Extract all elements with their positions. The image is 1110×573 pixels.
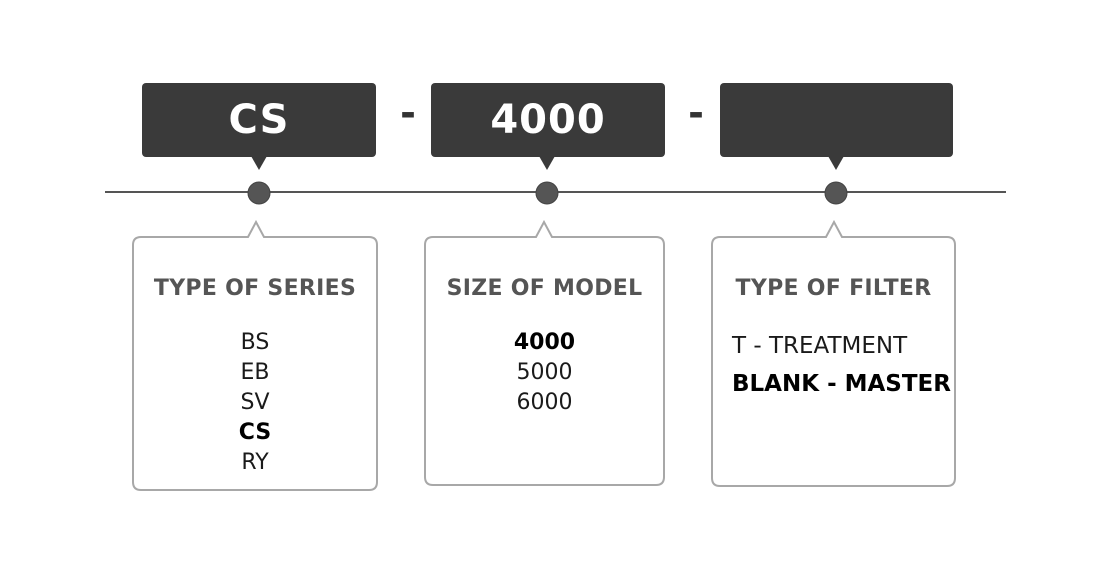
card-size-of-model: SIZE OF MODEL 4000 5000 6000 xyxy=(425,236,664,485)
code-segment-filter xyxy=(720,83,953,157)
code-segment-series-value: CS xyxy=(228,97,290,143)
timeline-dot-model xyxy=(535,181,559,205)
series-option-ry: RY xyxy=(241,450,269,475)
code-box-pointer-model xyxy=(539,156,555,170)
card-outline-model xyxy=(424,219,665,486)
code-segment-series: CS xyxy=(142,83,376,157)
series-option-list: BS EB SV CS RY xyxy=(133,328,377,478)
card-title-filter: TYPE OF FILTER xyxy=(735,276,932,301)
card-outline-series xyxy=(132,219,378,491)
code-separator-2: - xyxy=(688,91,704,135)
series-option-cs: CS xyxy=(238,420,272,445)
series-option-sv: SV xyxy=(240,390,270,415)
series-option-bs: BS xyxy=(240,330,270,355)
model-option-4000: 4000 xyxy=(513,330,576,355)
filter-option-list: T - TREATMENT BLANK - MASTER xyxy=(712,328,955,404)
series-option-eb: EB xyxy=(240,360,270,385)
code-box-pointer-filter xyxy=(828,156,844,170)
timeline-dot-series xyxy=(247,181,271,205)
card-outline-filter xyxy=(711,219,956,487)
filter-option-blank-master: BLANK - MASTER xyxy=(732,371,951,397)
card-title-model: SIZE OF MODEL xyxy=(446,276,643,301)
card-title-series: TYPE OF SERIES xyxy=(153,276,357,301)
model-option-5000: 5000 xyxy=(516,360,573,385)
card-type-of-series: TYPE OF SERIES BS EB SV CS RY xyxy=(133,236,377,490)
model-option-list: 4000 5000 6000 xyxy=(425,328,664,418)
code-separator-1: - xyxy=(400,91,416,135)
model-option-6000: 6000 xyxy=(516,390,573,415)
code-box-pointer-series xyxy=(251,156,267,170)
code-segment-model: 4000 xyxy=(431,83,665,157)
card-type-of-filter: TYPE OF FILTER T - TREATMENT BLANK - MAS… xyxy=(712,236,955,486)
filter-option-treatment: T - TREATMENT xyxy=(732,333,908,359)
timeline-dot-filter xyxy=(824,181,848,205)
code-segment-model-value: 4000 xyxy=(490,97,606,143)
